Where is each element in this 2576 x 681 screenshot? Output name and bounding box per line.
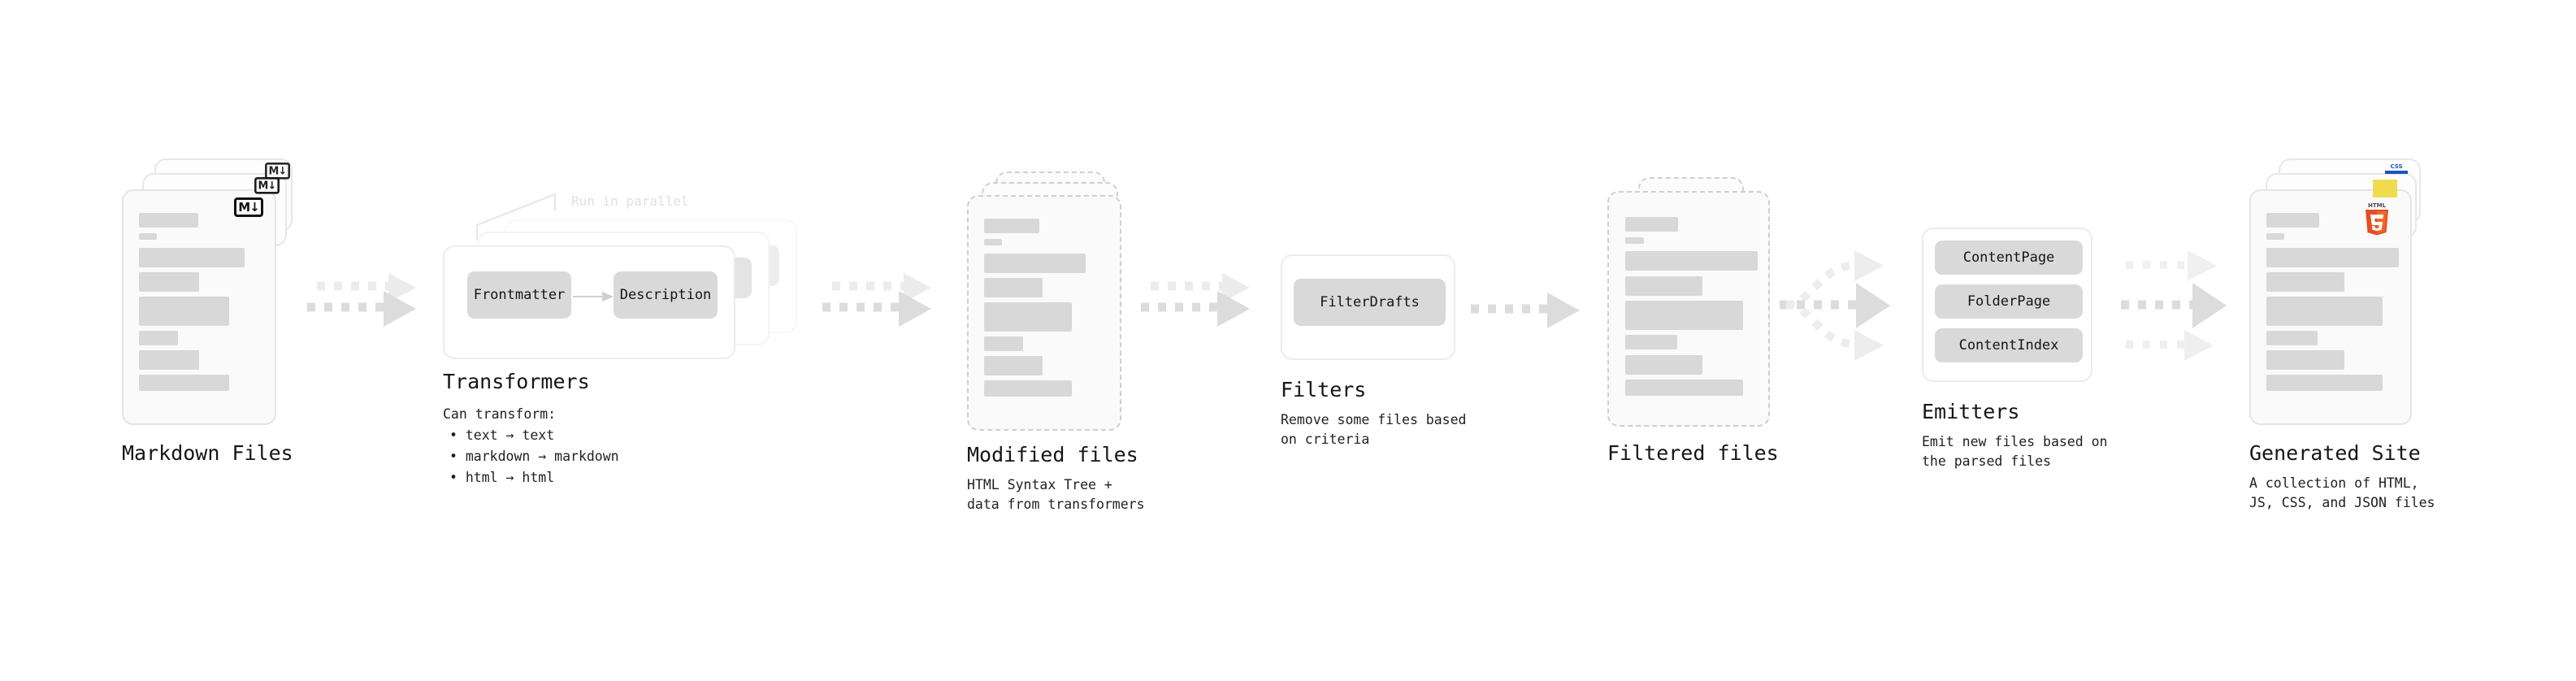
transformer-inner-arrow: [573, 292, 614, 301]
skeleton-line: [1625, 237, 1644, 244]
emitters-panel: ContentPage FolderPage ContentIndex: [1922, 228, 2092, 382]
css3-badge-bar: [2385, 171, 2408, 174]
arrow-transformers-to-modified: [822, 268, 944, 341]
skeleton-line: [2266, 248, 2399, 267]
skeleton-line: [984, 254, 1086, 273]
skeleton-line: [2266, 213, 2319, 228]
run-in-parallel-label: Run in parallel: [571, 193, 689, 209]
emitter-chip-contentpage[interactable]: ContentPage: [1935, 241, 2083, 275]
stage-modified-files: Modified files HTML Syntax Tree + data f…: [967, 158, 1145, 512]
transformer-bullet-text: • text → text: [449, 427, 555, 443]
skeleton-line: [1625, 380, 1743, 396]
transformer-bullet-html: • html → html: [449, 470, 555, 485]
skeleton-line: [984, 336, 1023, 351]
skeleton-line: [984, 356, 1043, 375]
transformer-chip-frontmatter[interactable]: Frontmatter: [467, 271, 571, 319]
arrow-filters-to-filtered: [1471, 288, 1593, 337]
filtered-card-front: [1607, 191, 1770, 427]
skeleton-line: [139, 213, 198, 228]
markdown-badge-back-1: M↓: [254, 177, 280, 194]
stage-title-emitters: Emitters: [1922, 400, 2020, 423]
arrow-filtered-to-emitters: [1780, 236, 1918, 374]
stage-desc-filters: Remove some files based on criteria: [1281, 412, 1467, 447]
markdown-card-stack: M↓ M↓ M↓: [122, 158, 297, 427]
skeleton-line: [1625, 335, 1677, 349]
skeleton-line: [139, 272, 199, 292]
transformer-bullet-markdown: • markdown → markdown: [449, 449, 619, 464]
stage-desc-generated-site: A collection of HTML, JS, CSS, and JSON …: [2249, 475, 2435, 510]
filters-panel: FilterDrafts: [1281, 254, 1455, 360]
transformer-panel-front: Frontmatter Description: [443, 245, 735, 359]
run-in-parallel-leader-line: [476, 193, 556, 240]
stage-title-filters: Filters: [1281, 378, 1367, 401]
skeleton-line: [984, 219, 1039, 233]
skeleton-line: [1625, 355, 1702, 375]
stage-filtered-files: Filtered files: [1607, 177, 1782, 465]
stage-title-markdown-files: Markdown Files: [122, 441, 293, 465]
stage-desc-emitters: Emit new files based on the parsed files: [1922, 434, 2108, 469]
arrow-emitters-to-site: [2121, 236, 2267, 374]
svg-text:HTML: HTML: [2368, 202, 2387, 209]
stage-desc-modified-files: HTML Syntax Tree + data from transformer…: [967, 477, 1145, 512]
filtered-card-stack: [1607, 177, 1782, 437]
skeleton-line: [1625, 301, 1743, 330]
transformer-chip-description[interactable]: Description: [614, 271, 718, 319]
javascript-badge: [2373, 180, 2397, 197]
skeleton-line: [984, 380, 1072, 397]
emitter-chip-contentindex[interactable]: ContentIndex: [1935, 328, 2083, 362]
skeleton-line: [139, 331, 178, 345]
stage-generated-site: CSS HTML Generated Site A collection of …: [2249, 158, 2436, 510]
skeleton-line: [1625, 217, 1678, 232]
skeleton-line: [2266, 297, 2383, 326]
emitter-chip-folderpage[interactable]: FolderPage: [1935, 284, 2083, 319]
stage-title-generated-site: Generated Site: [2249, 441, 2421, 465]
markdown-badge: M↓: [234, 197, 263, 217]
stage-markdown-files: M↓ M↓ M↓ Markdown Files: [122, 158, 297, 465]
arrow-modified-to-filters: [1141, 268, 1263, 341]
skeleton-line: [2266, 350, 2344, 370]
skeleton-line: [984, 278, 1043, 297]
stage-title-modified-files: Modified files: [967, 443, 1138, 466]
skeleton-line: [2266, 272, 2344, 292]
skeleton-line: [139, 350, 199, 370]
markdown-card-front: [122, 189, 276, 425]
stage-title-transformers: Transformers: [443, 370, 590, 393]
filter-chip-filterdrafts[interactable]: FilterDrafts: [1294, 279, 1446, 326]
skeleton-line: [139, 248, 245, 267]
css3-badge-label: CSS: [2390, 163, 2403, 170]
skeleton-line: [139, 297, 229, 326]
skeleton-line: [139, 233, 157, 240]
skeleton-line: [2266, 331, 2318, 345]
html5-badge: HTML: [2363, 201, 2391, 236]
skeleton-line: [1625, 276, 1702, 296]
skeleton-line: [139, 375, 229, 391]
skeleton-line: [1625, 251, 1758, 271]
arrow-markdown-to-transformers: [307, 268, 429, 341]
skeleton-line: [984, 302, 1072, 332]
skeleton-line: [2266, 375, 2383, 391]
css3-badge: CSS: [2384, 164, 2409, 177]
skeleton-line: [2266, 233, 2284, 240]
generated-card-stack: CSS HTML: [2249, 158, 2436, 427]
modified-card-front: [967, 195, 1121, 431]
stage-desc-transformers: Can transform:: [443, 406, 557, 422]
modified-card-stack: [967, 158, 1142, 431]
skeleton-line: [984, 239, 1002, 245]
stage-title-filtered-files: Filtered files: [1607, 441, 1779, 465]
